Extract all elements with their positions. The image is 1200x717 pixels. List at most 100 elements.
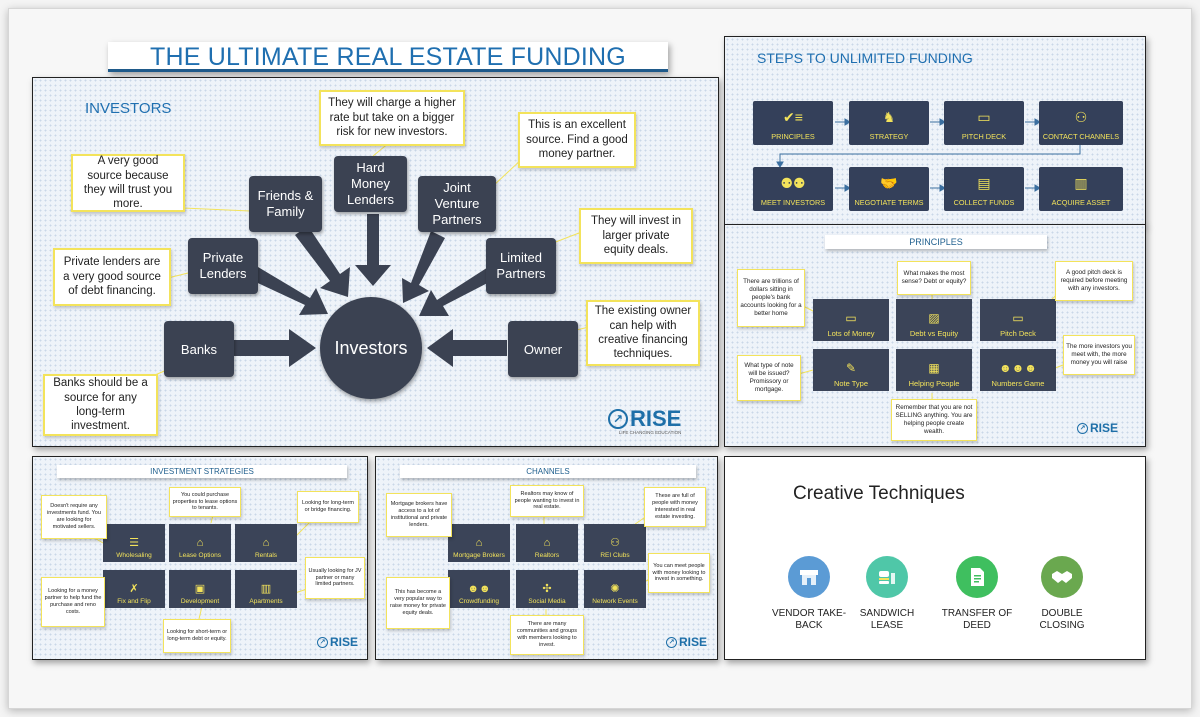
arrow-banks — [234, 329, 316, 367]
steps-slide: STEPS TO UNLIMITED FUNDING ✔≡ PRINCIPLES… — [724, 36, 1146, 226]
card-label: Rentals — [254, 552, 278, 559]
handshake-icon: 🤝 — [880, 175, 898, 191]
creative-heading: Creative Techniques — [793, 483, 965, 504]
steps-heading: STEPS TO UNLIMITED FUNDING — [757, 50, 973, 66]
step-collect-funds: ▤ COLLECT FUNDS — [944, 167, 1024, 211]
technique-label: SANDWICH LEASE — [859, 608, 915, 631]
card-note-type: ✎ Note Type — [813, 349, 889, 391]
group-icon: ⚇ — [610, 537, 620, 549]
note-fix-and-flip: Looking for a money partner to help fund… — [41, 577, 105, 627]
rise-logo-text: RISE — [679, 635, 708, 649]
technique-transfer-of-deed: TRANSFER OF DEED — [937, 556, 1017, 632]
step-label: NEGOTIATE TERMS — [854, 198, 924, 207]
technique-label: VENDOR TAKE-BACK — [771, 608, 847, 631]
note-rentals: Looking for long-term or bridge financin… — [297, 491, 359, 523]
card-label: Lots of Money — [827, 329, 875, 338]
boxes-icon: ▦ — [928, 361, 940, 375]
step-label: STRATEGY — [869, 132, 909, 141]
note-note-type: What type of note will be issued? Promis… — [737, 355, 801, 401]
card-rentals: ⌂ Rentals — [235, 524, 297, 562]
network-icon: ✺ — [610, 583, 620, 595]
store-icon — [788, 556, 830, 598]
crowd-icon: ☻☻ — [467, 583, 491, 595]
card-wholesaling: ☰ Wholesaling — [103, 524, 165, 562]
sandwich-icon — [866, 556, 908, 598]
scale-icon: ▨ — [928, 311, 940, 325]
investors-slide: INVESTORS Friends & Family Hard Money Le… — [32, 77, 719, 447]
rise-logo-strategies: ↗ RISE — [317, 635, 358, 649]
step-strategy: ♞ STRATEGY — [849, 101, 929, 145]
note-apartments: Usually looking for JV partner or many l… — [305, 557, 365, 599]
step-pitch-deck: ▭ PITCH DECK — [944, 101, 1024, 145]
card-label: Helping People — [908, 379, 960, 388]
card-helping-people: ▦ Helping People — [896, 349, 972, 391]
rise-logo-text: RISE — [1090, 421, 1119, 435]
card-label: Apartments — [249, 598, 283, 605]
note-rei-clubs: These are full of people with money inte… — [644, 487, 706, 527]
step-label: COLLECT FUNDS — [953, 198, 1015, 207]
blueprint-icon: ▣ — [194, 583, 206, 595]
technique-double-closing: DOUBLE CLOSING — [1022, 556, 1102, 632]
card-label: Mortgage Brokers — [453, 552, 505, 559]
card-label: Development — [180, 598, 220, 605]
card-label: Debt vs Equity — [909, 329, 959, 338]
meeting-icon: ⚉⚉ — [780, 175, 806, 191]
note-network-events: You can meet people with money looking t… — [648, 553, 710, 593]
note-numbers-game: The more investors you meet with, the mo… — [1063, 335, 1135, 375]
rise-arrow-icon: ↗ — [1077, 422, 1088, 434]
step-label: ACQUIRE ASSET — [1051, 198, 1111, 207]
principles-slide: PRINCIPLES ▭ Lots of Money ▨ Debt vs Equ… — [724, 224, 1146, 447]
card-rei-clubs: ⚇ REI Clubs — [584, 524, 646, 562]
house-icon: ⌂ — [262, 537, 270, 549]
note-limited-partners: They will invest in larger private equit… — [579, 208, 693, 264]
money-icon: ▭ — [845, 311, 857, 325]
note-owner: The existing owner can help with creativ… — [586, 300, 700, 366]
step-label: MEET INVESTORS — [760, 198, 826, 207]
rise-logo-principles: ↗ RISE — [1077, 421, 1118, 435]
node-banks: Banks — [164, 321, 234, 377]
cash-icon: ▤ — [977, 175, 991, 191]
note-pitch-deck: A good pitch deck is required before mee… — [1055, 261, 1133, 301]
arrow-hard-money — [355, 214, 391, 286]
node-joint-venture: Joint Venture Partners — [418, 176, 496, 232]
strategies-slide: INVESTMENT STRATEGIES ☰ Wholesaling ⌂ Le… — [32, 456, 368, 660]
card-debt-vs-equity: ▨ Debt vs Equity — [896, 299, 972, 341]
card-mortgage-brokers: ⌂ Mortgage Brokers — [448, 524, 510, 562]
presentation-icon: ▭ — [977, 109, 991, 125]
card-label: Note Type — [833, 379, 869, 388]
handshake-icon — [1041, 556, 1083, 598]
rise-logo-tagline: LIFE CHANGING EDUCATION — [618, 430, 682, 435]
step-contact-channels: ⚇ CONTACT CHANNELS — [1039, 101, 1123, 145]
card-label: Social Media — [528, 598, 566, 605]
page-title: THE ULTIMATE REAL ESTATE FUNDING MODEL — [108, 42, 668, 101]
rise-logo-text: RISE — [630, 406, 682, 431]
arrow-owner — [427, 329, 507, 367]
note-private-lenders: Private lenders are a very good source o… — [53, 248, 171, 306]
note-banks: Banks should be a source for any long-te… — [43, 374, 158, 436]
step-label: CONTACT CHANNELS — [1042, 132, 1120, 141]
card-social-media: ✣ Social Media — [516, 570, 578, 608]
technique-sandwich-lease: SANDWICH LEASE — [847, 556, 927, 632]
card-lots-of-money: ▭ Lots of Money — [813, 299, 889, 341]
network-icon: ⚇ — [1074, 109, 1088, 125]
card-apartments: ▥ Apartments — [235, 570, 297, 608]
note-crowdfunding: This has become a very popular way to ra… — [386, 577, 450, 629]
step-acquire-asset: ▥ ACQUIRE ASSET — [1039, 167, 1123, 211]
card-label: Network Events — [592, 598, 638, 605]
note-development: Looking for short-term or long-term debt… — [163, 619, 231, 653]
node-private-lenders: Private Lenders — [188, 238, 258, 294]
building-icon: ▥ — [260, 583, 272, 595]
arrow-friends — [295, 226, 350, 297]
investors-heading: INVESTORS — [85, 100, 172, 117]
node-owner: Owner — [508, 321, 578, 377]
house-icon: ⌂ — [196, 537, 204, 549]
rise-arrow-icon: ↗ — [608, 409, 628, 429]
card-fix-and-flip: ✗ Fix and Flip — [103, 570, 165, 608]
channels-heading: CHANNELS — [400, 465, 696, 478]
card-crowdfunding: ☻☻ Crowdfunding — [448, 570, 510, 608]
card-label: Pitch Deck — [1000, 329, 1036, 338]
note-lease-options: You could purchase properties to lease o… — [169, 487, 241, 517]
arrow-joint-venture — [402, 231, 445, 303]
principles-heading: PRINCIPLES — [825, 235, 1047, 249]
card-label: Wholesaling — [116, 552, 152, 559]
